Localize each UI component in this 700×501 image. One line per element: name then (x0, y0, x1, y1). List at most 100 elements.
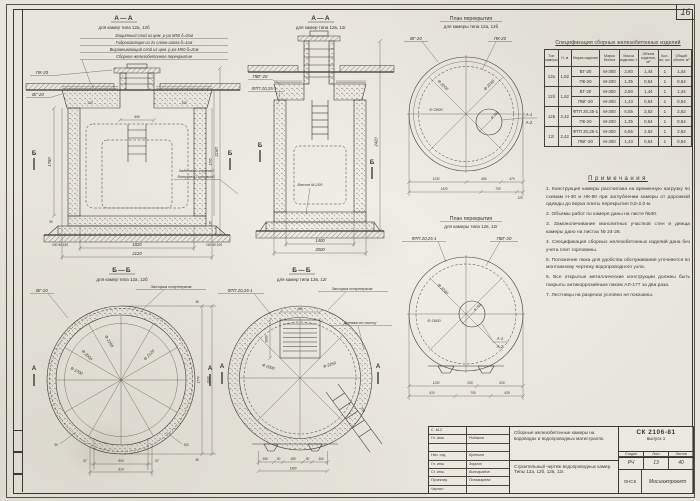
signature-name (467, 444, 509, 451)
spec-title: Спецификация сборных железобетонных изде… (555, 40, 681, 46)
dim: 160 (262, 457, 268, 461)
section-b-b-12vg-drawing: Б—Б для камер типа 12в, 12г ФТП 20,25-1 … (218, 267, 392, 474)
diameter-700: Ф 700 (473, 303, 482, 312)
spec-cell: М-200 (599, 116, 620, 127)
section-subtitle: для камер типа 12в, 12г (296, 25, 347, 30)
dim-1000: 1000 (265, 335, 269, 342)
spec-cell: М-300 (599, 136, 620, 147)
diameter-2250: Ф 2250 (322, 360, 337, 369)
note-item: 5. Положение люка для удобства обслужива… (546, 257, 690, 271)
radial-spokes (240, 318, 360, 438)
signature-name (467, 486, 509, 493)
ladder-elevation: 700 (325, 383, 383, 453)
spec-cell: 2,60 (618, 86, 639, 97)
spec-cell: 1 (657, 76, 672, 87)
detail-mark: А-1 А-2 (501, 112, 537, 125)
dim-inner-height: 1780 (47, 157, 52, 167)
base-feet (428, 365, 504, 374)
dim-1774: 1774 (197, 376, 201, 383)
leader-labels: 50 100 (54, 431, 189, 447)
dim: 700 (495, 187, 501, 191)
interior-equipment-outline (293, 145, 347, 205)
vertical-dimensions: 1780 50 1795 135 2160 (47, 65, 223, 238)
dim: 470 (509, 177, 515, 181)
spec-row: ПВГ-20 М-300 1,43 0,54 1 0,54 (545, 136, 693, 147)
spec-cell: ПВГ-20 (570, 136, 601, 147)
spec-cell: 1,44 (637, 66, 659, 77)
stage-sheet-headers: Стадия Лист Листов (619, 452, 693, 458)
plan2-circles (407, 255, 525, 373)
spec-cell: 1,44 (670, 86, 693, 97)
signature-row: Гл. инж. Рыбаков (429, 435, 509, 444)
cover-plan-12vg-drawing: План перекрытия для камеры типа 12в, 12г… (402, 216, 526, 400)
dim-57-left: 57 (83, 459, 87, 463)
signature-role: Гл. инж. (429, 460, 467, 468)
spec-cell: 12в (544, 106, 559, 127)
beton-note: Бетон М-100 (298, 182, 323, 215)
spec-cell: М-300 (599, 86, 620, 97)
callout-labels: ПВГ-20 ФТП 20,25-1 Б Б (248, 74, 375, 179)
organization-dept: ОНСК (619, 470, 642, 493)
spec-cell: 6,55 (618, 106, 639, 117)
spec-cell: 1 (657, 96, 672, 107)
dim: 1130 (433, 177, 440, 181)
signature-name (467, 427, 509, 434)
diameter-700: Ф 700 (490, 111, 499, 120)
pk20-label: ПК-20 (36, 70, 49, 75)
stage-value: РЧ (619, 458, 644, 469)
layer-note: Защитный слой из цем. р-ра М50 δ=2см (115, 33, 193, 38)
spec-header-cell: Кол-во, шт. (657, 49, 672, 67)
signature-name: Рыбаков (469, 436, 485, 441)
document-number-cell: СК 2106-81 выпуск 1 (619, 427, 693, 452)
layer-note: Выравнивающий слой из цем. р-ра М50 δ=2с… (110, 47, 199, 52)
dim-outer-height: 2420 (374, 137, 379, 148)
spec-cell: М-300 (599, 106, 620, 117)
spec-cell: ВГ-20 (570, 66, 601, 77)
spec-cell: 1,35 (618, 76, 639, 87)
spec-cell: 1 (657, 136, 672, 147)
base-feet (252, 443, 338, 452)
manhole-circle: Ф 700 (458, 300, 486, 328)
note-item: 1. Конструкция камеры рассчитана на врем… (546, 187, 690, 208)
signature-role: Чертил (429, 485, 467, 493)
spec-cell: 1,44 (670, 66, 693, 77)
section-mark-b-left: Б (258, 143, 263, 149)
diameter-2240: Ф 2240 (437, 283, 450, 296)
object-column: Сборные железобетонные камеры на водовод… (510, 427, 619, 493)
dim: 50 (306, 457, 310, 461)
section-b-b-12ab-drawing: Б—Б для камер типа 12а, 12б ВГ-20 Затирк… (30, 267, 216, 476)
spec-cell: 12а (544, 66, 559, 87)
bottom-dimensions: 1820 100 90 150 150 90 100 2120 (52, 108, 222, 260)
spec-cell: М-300 (599, 66, 620, 77)
dim-36-bottom: 36 (195, 458, 199, 462)
dim: 200 (466, 381, 473, 385)
section-subtitle: для камер типа 12а, 12б (96, 277, 148, 282)
dim: 160 (318, 457, 324, 461)
dim-100-leader: 100 (183, 443, 189, 447)
dim: 1130 (433, 381, 440, 385)
note-item: 6. Все открытые металлические конструкци… (546, 275, 690, 289)
spec-cell: 0,54 (670, 76, 693, 87)
diameter-labels: Ф 2000 Ф 2200 Ф 1700 Ф 2120 (70, 334, 156, 376)
signature-row: Нач. отд. Кулешов (429, 452, 509, 461)
spec-cell: ФТП 20,25-1 (570, 126, 601, 137)
callout-labels: ВГ-20 Затирка полутерком (30, 284, 206, 319)
spec-row: 12в 2,42 ФТП 20,25-1 М-300 6,55 2,62 1 2… (544, 106, 693, 127)
section-mark-a-right: А (208, 366, 213, 372)
spec-cell: 6,55 (618, 126, 639, 137)
spec-header-cell: Общий объем, м³ (670, 49, 693, 67)
dim-914: 914 (118, 468, 124, 472)
dim: 910 (499, 381, 505, 385)
diameter-labels: Ф 2240 Ф 2200 Ф 2000 (429, 78, 496, 112)
bottom-dimensions: 800 57 57 914 (83, 438, 159, 476)
signature-row: Гл. инж. Зорина (429, 460, 509, 469)
spec-row: 12а 1,62 ВГ-20 М-300 2,60 1,44 1 1,44 (544, 66, 693, 87)
signature-name: Кулешов (469, 453, 485, 458)
callout-labels: ВГ-20 ПК-20 (404, 36, 512, 71)
note-item: 2. Объемы работ по камере даны на листе … (546, 212, 658, 218)
dim: 180 (290, 457, 296, 461)
diameter-2200: Ф 2200 (437, 79, 450, 92)
neck-opening-dim: 690 (117, 115, 157, 123)
signature-role: С. М-2 (429, 427, 467, 435)
spec-cell: 1,44 (637, 86, 659, 97)
